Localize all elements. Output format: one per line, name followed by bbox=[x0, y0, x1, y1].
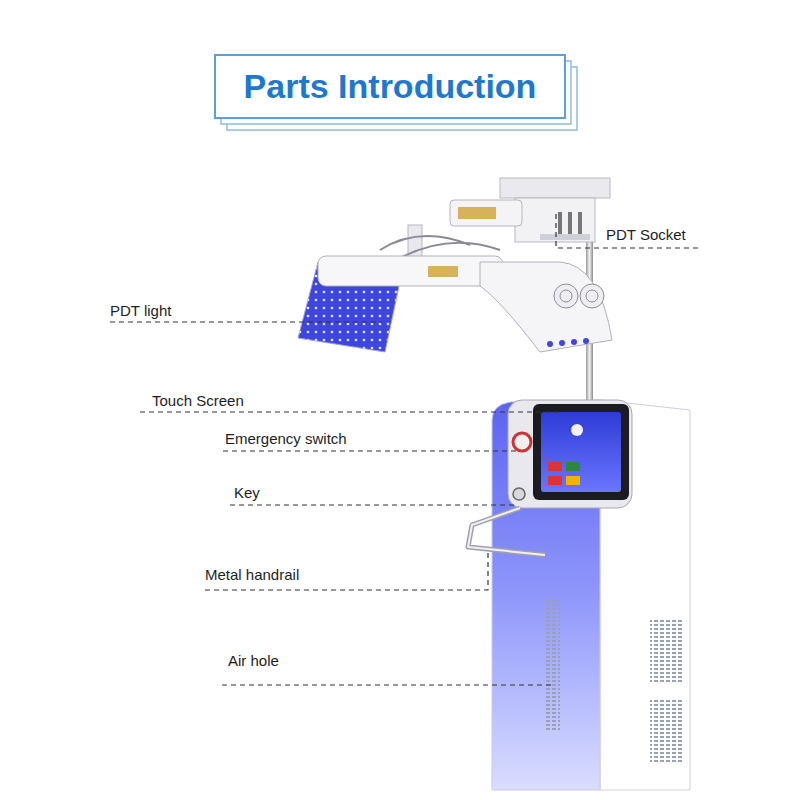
title-frame bbox=[215, 55, 577, 130]
part-label: PDT light bbox=[108, 302, 173, 320]
leader-lines bbox=[110, 214, 702, 685]
handrail bbox=[468, 508, 545, 555]
control-head bbox=[508, 400, 632, 508]
emergency-knob bbox=[513, 433, 531, 451]
part-label: PDT Socket bbox=[604, 226, 688, 244]
air-grille bbox=[650, 620, 684, 682]
part-label: Emergency switch bbox=[223, 430, 349, 448]
cabinet bbox=[492, 400, 690, 790]
key-switch bbox=[513, 488, 525, 500]
pdt-lamp bbox=[298, 256, 612, 352]
part-label: Metal handrail bbox=[203, 566, 301, 584]
page-title: Parts Introduction bbox=[215, 55, 565, 118]
lamp-arm bbox=[380, 200, 522, 265]
air-grille bbox=[650, 700, 684, 762]
part-label: Air hole bbox=[226, 652, 281, 670]
air-grille bbox=[546, 600, 560, 730]
part-label: Key bbox=[232, 484, 262, 502]
part-label: Touch Screen bbox=[150, 392, 246, 410]
